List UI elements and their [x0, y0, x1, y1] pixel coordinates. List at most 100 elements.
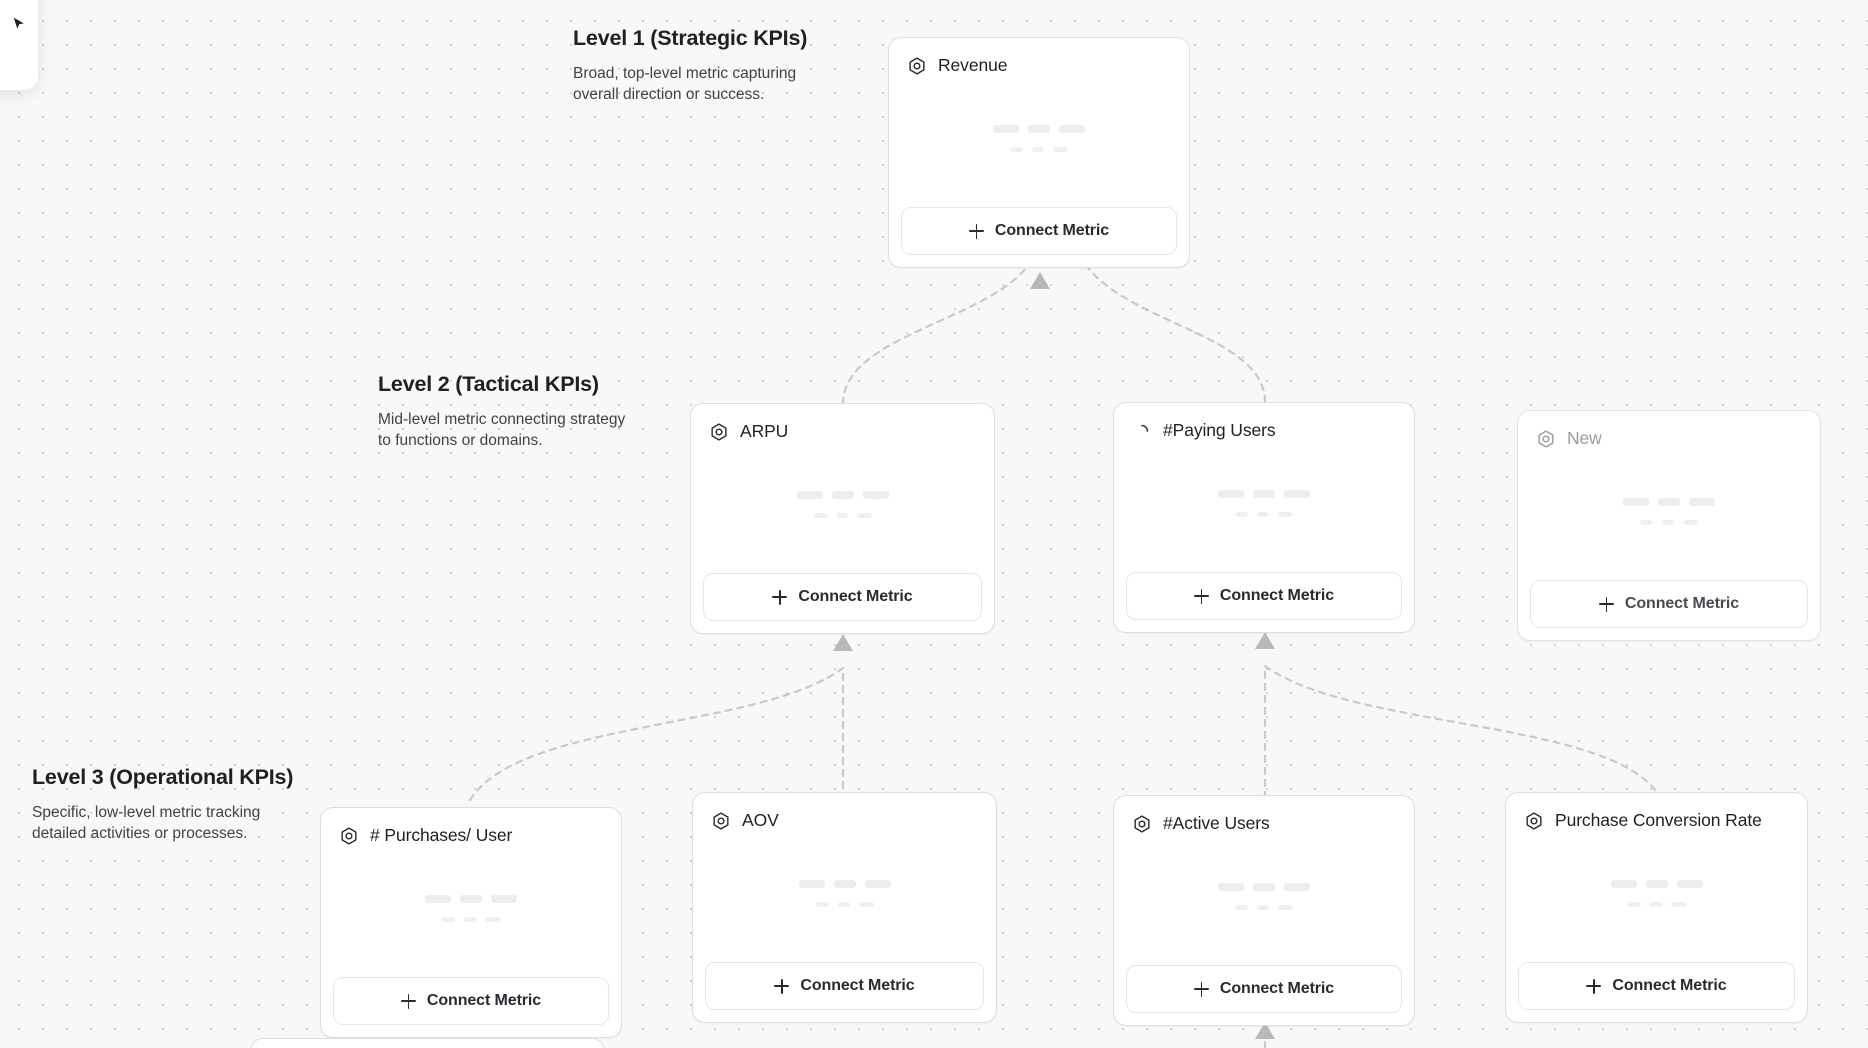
- skeleton-row-small: [1627, 902, 1686, 907]
- metric-card-aov[interactable]: AOV Connect Metric: [692, 792, 997, 1023]
- plus-icon: [1193, 981, 1209, 997]
- card-title: Revenue: [938, 55, 1008, 75]
- plus-icon: [772, 589, 788, 605]
- connect-metric-label: Connect Metric: [1219, 980, 1335, 997]
- plus-icon: [774, 978, 790, 994]
- connect-metric-label: Connect Metric: [1612, 977, 1727, 994]
- card-header: AOV: [693, 793, 996, 831]
- skeleton-row-small: [1235, 905, 1293, 910]
- skeleton-bar: [833, 880, 856, 888]
- level-2-title: Level 2 (Tactical KPIs): [378, 372, 599, 396]
- skeleton-bar: [1645, 880, 1668, 888]
- skeleton-bar: [1032, 147, 1044, 152]
- connect-metric-button[interactable]: Connect Metric: [1126, 965, 1402, 1013]
- level-1-title: Level 1 (Strategic KPIs): [573, 26, 808, 50]
- skeleton-bar: [864, 880, 891, 888]
- metric-card-purchases-per-user[interactable]: # Purchases/ User Connect Metric: [320, 807, 622, 1038]
- card-skeleton-body: [1114, 441, 1414, 572]
- card-title: ARPU: [740, 421, 789, 441]
- connect-metric-button[interactable]: Connect Metric: [333, 977, 609, 1025]
- card-skeleton-body: [1506, 831, 1807, 962]
- arrowhead-revenue: [1030, 272, 1050, 289]
- skeleton-row-large: [993, 125, 1085, 133]
- skeleton-bar: [798, 880, 825, 888]
- skeleton-bar: [993, 125, 1019, 133]
- card-title: Purchase Conversion Rate: [1555, 810, 1762, 830]
- card-title: New: [1567, 428, 1602, 448]
- skeleton-bar: [1676, 880, 1703, 888]
- skeleton-bar: [1623, 498, 1649, 506]
- skeleton-bar: [1689, 498, 1715, 506]
- card-header: [251, 1039, 604, 1048]
- connect-metric-button[interactable]: Connect Metric: [703, 573, 982, 621]
- skeleton-bar: [460, 895, 482, 903]
- canvas-tool-panel[interactable]: [0, 0, 38, 90]
- skeleton-bar: [1662, 520, 1674, 525]
- edge-paying-revenue: [1076, 248, 1267, 404]
- metric-card-new[interactable]: New Connect Metric: [1517, 410, 1821, 641]
- skeleton-row-large: [1623, 498, 1715, 506]
- connect-metric-button[interactable]: Connect Metric: [1518, 962, 1795, 1010]
- hexagon-target-icon: [1134, 814, 1150, 833]
- metric-card-purchase-conversion-rate[interactable]: Purchase Conversion Rate Connect Metric: [1505, 792, 1808, 1023]
- metric-card-active-users[interactable]: #Active Users Connect Metric: [1113, 795, 1415, 1026]
- skeleton-row-small: [1235, 512, 1293, 517]
- connect-metric-button[interactable]: Connect Metric: [705, 962, 984, 1010]
- hexagon-target-icon: [713, 811, 729, 830]
- spinner-icon: [1141, 424, 1149, 432]
- plus-icon: [1586, 978, 1602, 994]
- level-3-block: Level 3 (Operational KPIs) Specific, low…: [32, 765, 293, 844]
- connect-metric-button[interactable]: Connect Metric: [1530, 580, 1808, 628]
- skeleton-bar: [425, 895, 451, 903]
- card-header: #Active Users: [1114, 796, 1414, 834]
- skeleton-bar: [1235, 905, 1248, 910]
- skeleton-bar: [1627, 902, 1641, 907]
- connect-metric-label: Connect Metric: [1219, 587, 1335, 604]
- card-title: # Purchases/ User: [370, 825, 513, 845]
- skeleton-bar: [491, 895, 517, 903]
- card-skeleton-body: [321, 846, 621, 977]
- connect-metric-button[interactable]: Connect Metric: [901, 207, 1177, 255]
- arrowhead-arpu: [833, 634, 853, 651]
- card-skeleton-body: [1518, 449, 1820, 580]
- connect-metric-label: Connect Metric: [800, 977, 915, 994]
- skeleton-bar: [1218, 490, 1244, 498]
- metric-card-clipped-bottom[interactable]: [250, 1038, 605, 1048]
- hexagon-target-icon: [711, 422, 727, 441]
- skeleton-row-large: [798, 880, 891, 888]
- metric-card-arpu[interactable]: ARPU Connect Metric: [690, 403, 995, 634]
- card-header: New: [1518, 411, 1820, 449]
- connect-metric-label: Connect Metric: [1624, 595, 1740, 612]
- skeleton-bar: [835, 513, 848, 518]
- skeleton-bar: [1235, 512, 1248, 517]
- card-header: Purchase Conversion Rate: [1506, 793, 1807, 831]
- skeleton-bar: [1658, 498, 1680, 506]
- skeleton-bar: [796, 491, 823, 499]
- skeleton-bar: [1253, 883, 1275, 891]
- skeleton-bar: [1059, 125, 1085, 133]
- skeleton-bar: [1218, 883, 1244, 891]
- level-3-description: Specific, low-level metric tracking deta…: [32, 804, 261, 843]
- edge-conversion-paying: [1263, 664, 1657, 792]
- card-header: # Purchases/ User: [321, 808, 621, 846]
- metric-card-revenue[interactable]: Revenue Connect Metric: [888, 37, 1190, 268]
- connect-metric-label: Connect Metric: [426, 992, 542, 1009]
- skeleton-bar: [1278, 905, 1293, 910]
- hexagon-target-icon: [341, 826, 357, 845]
- skeleton-row-small: [1640, 520, 1698, 525]
- skeleton-row-large: [425, 895, 517, 903]
- skeleton-row-small: [815, 902, 874, 907]
- connect-metric-button[interactable]: Connect Metric: [1126, 572, 1402, 620]
- skeleton-bar: [1257, 512, 1269, 517]
- card-title: AOV: [742, 810, 779, 830]
- skeleton-bar: [1010, 147, 1023, 152]
- metric-card-paying-users[interactable]: #Paying Users Connect Metric: [1113, 402, 1415, 633]
- skeleton-bar: [1649, 902, 1662, 907]
- skeleton-bar: [831, 491, 854, 499]
- skeleton-bar: [442, 917, 455, 922]
- card-header: ARPU: [691, 404, 994, 442]
- skeleton-bar: [1284, 883, 1310, 891]
- cursor-arrow-icon[interactable]: [10, 15, 28, 33]
- plus-icon: [1598, 596, 1614, 612]
